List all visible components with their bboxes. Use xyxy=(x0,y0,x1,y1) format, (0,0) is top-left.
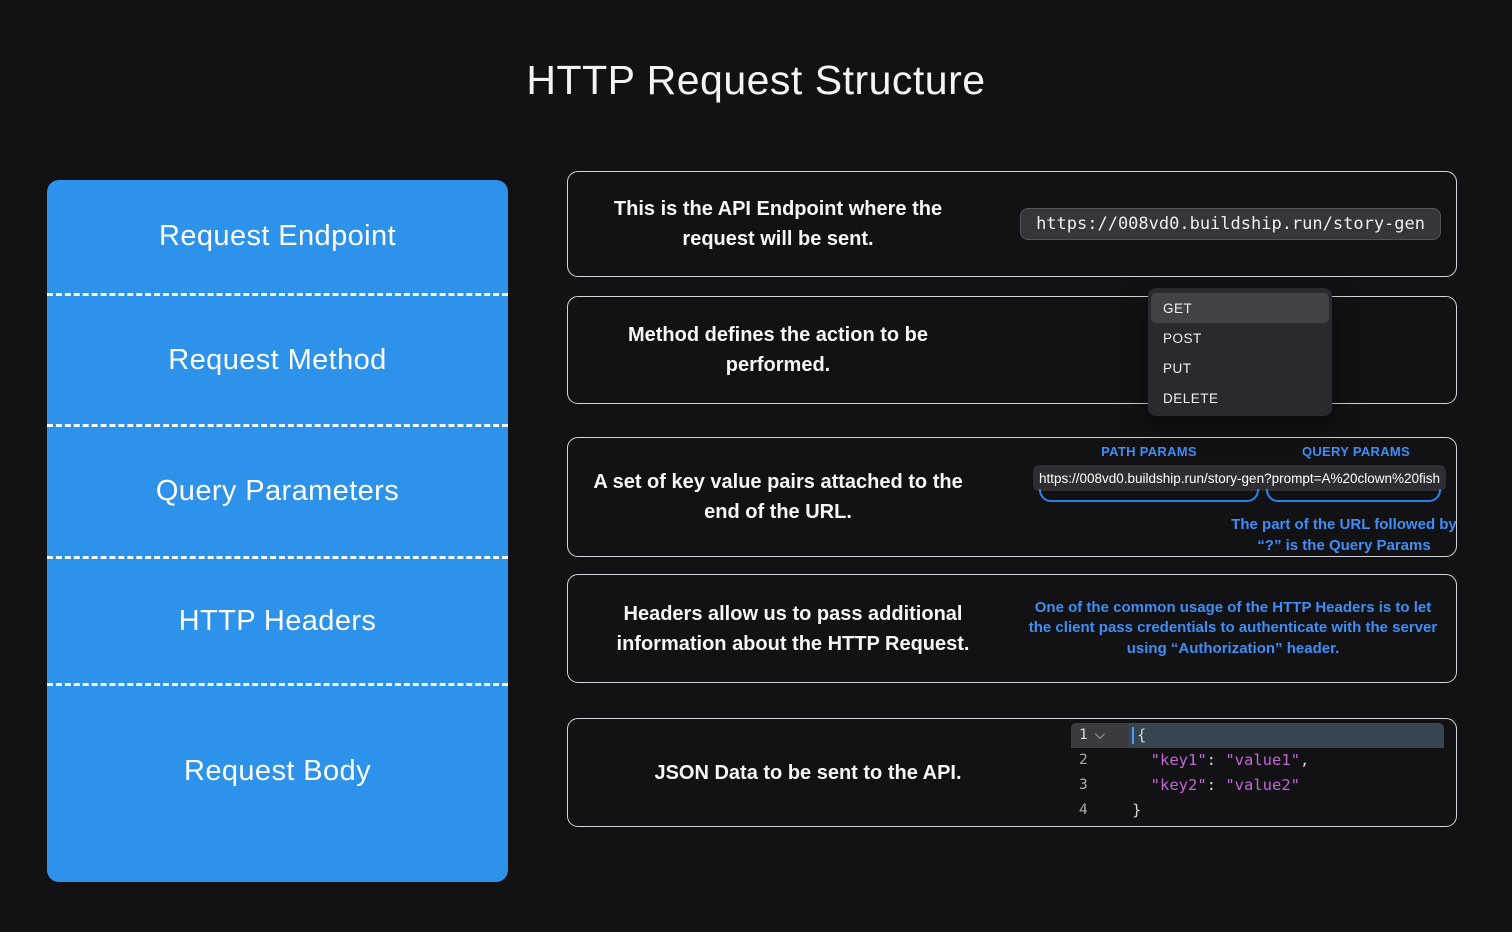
fold-chevron-icon[interactable] xyxy=(1094,729,1105,739)
method-description: Method defines the action to be performe… xyxy=(627,324,928,376)
code-content: { xyxy=(1129,723,1444,748)
query-description-wrap: A set of key value pairs attached to the… xyxy=(568,438,988,556)
query-annotation-group: PATH PARAMS QUERY PARAMS https://008vd0.… xyxy=(1033,444,1457,554)
page-title: HTTP Request Structure xyxy=(526,57,986,103)
code-line-2[interactable]: 2 "key1": "value1", xyxy=(1071,748,1444,773)
endpoint-description: This is the API Endpoint where the reque… xyxy=(613,198,943,250)
line-number-text: 3 xyxy=(1079,776,1088,793)
method-option-post[interactable]: POST xyxy=(1163,330,1202,346)
query-params-brace xyxy=(1266,489,1441,502)
code-line-1[interactable]: 1{ xyxy=(1071,723,1444,748)
query-note: The part of the URL followed by “?” is t… xyxy=(1231,516,1457,554)
code-token: } xyxy=(1132,800,1142,819)
body-panel: JSON Data to be sent to the API. 1{2 "ke… xyxy=(567,718,1457,827)
sidebar-item-request-body: Request Body xyxy=(184,754,371,787)
endpoint-url-chip: https://008vd0.buildship.run/story-gen xyxy=(1020,208,1441,240)
sidebar-item-request-method: Request Method xyxy=(47,296,508,427)
code-token: : xyxy=(1206,775,1226,794)
json-code-editor[interactable]: 1{2 "key1": "value1",3 "key2": "value2"4… xyxy=(1071,723,1444,822)
code-line-3[interactable]: 3 "key2": "value2" xyxy=(1071,773,1444,798)
headers-description: Headers allow us to pass additional info… xyxy=(616,602,970,655)
headers-description-wrap: Headers allow us to pass additional info… xyxy=(568,575,1018,682)
code-token xyxy=(1132,776,1151,794)
code-token: , xyxy=(1300,751,1310,770)
line-number-text: 2 xyxy=(1079,752,1088,769)
code-token: "key1" xyxy=(1150,751,1207,770)
method-dropdown[interactable]: GET POST PUT DELETE xyxy=(1148,288,1332,416)
line-number: 1 xyxy=(1071,723,1129,748)
line-number: 2 xyxy=(1071,748,1129,773)
code-token: { xyxy=(1137,726,1147,745)
method-option-put[interactable]: PUT xyxy=(1163,360,1192,376)
code-content: "key2": "value2" xyxy=(1129,773,1444,798)
text-cursor-icon xyxy=(1132,726,1134,744)
line-number: 4 xyxy=(1071,797,1129,822)
code-token: "value1" xyxy=(1225,751,1300,770)
code-content: } xyxy=(1129,797,1444,822)
path-params-brace xyxy=(1039,489,1259,502)
code-token: : xyxy=(1206,751,1226,770)
sidebar-item-http-headers: HTTP Headers xyxy=(47,559,508,686)
line-number-text: 4 xyxy=(1079,801,1088,818)
code-content: "key1": "value1", xyxy=(1129,748,1444,773)
headers-note: One of the common usage of the HTTP Head… xyxy=(1028,598,1438,657)
body-description: JSON Data to be sent to the API. xyxy=(654,761,962,784)
method-option-delete[interactable]: DELETE xyxy=(1163,390,1219,406)
endpoint-description-wrap: This is the API Endpoint where the reque… xyxy=(568,172,988,276)
endpoint-panel: This is the API Endpoint where the reque… xyxy=(567,171,1457,277)
headers-panel: Headers allow us to pass additional info… xyxy=(567,574,1457,683)
query-panel: A set of key value pairs attached to the… xyxy=(567,437,1457,557)
query-params-label: QUERY PARAMS xyxy=(1301,444,1411,459)
code-line-4[interactable]: 4} xyxy=(1071,797,1444,822)
query-url-chip: https://008vd0.buildship.run/story-gen?p… xyxy=(1033,465,1446,491)
line-number: 3 xyxy=(1071,773,1129,798)
body-description-wrap: JSON Data to be sent to the API. xyxy=(568,719,1048,826)
line-number-text: 1 xyxy=(1079,727,1088,744)
code-token: "key2" xyxy=(1150,775,1207,794)
method-description-wrap: Method defines the action to be performe… xyxy=(568,297,988,403)
path-params-label: PATH PARAMS xyxy=(1101,444,1197,459)
sidebar-item-request-endpoint: Request Endpoint xyxy=(47,180,508,296)
code-token xyxy=(1132,751,1151,769)
code-token: "value2" xyxy=(1225,775,1300,794)
query-description: A set of key value pairs attached to the… xyxy=(593,471,963,523)
sidebar-item-query-parameters: Query Parameters xyxy=(47,427,508,559)
method-option-get[interactable]: GET xyxy=(1151,293,1329,323)
